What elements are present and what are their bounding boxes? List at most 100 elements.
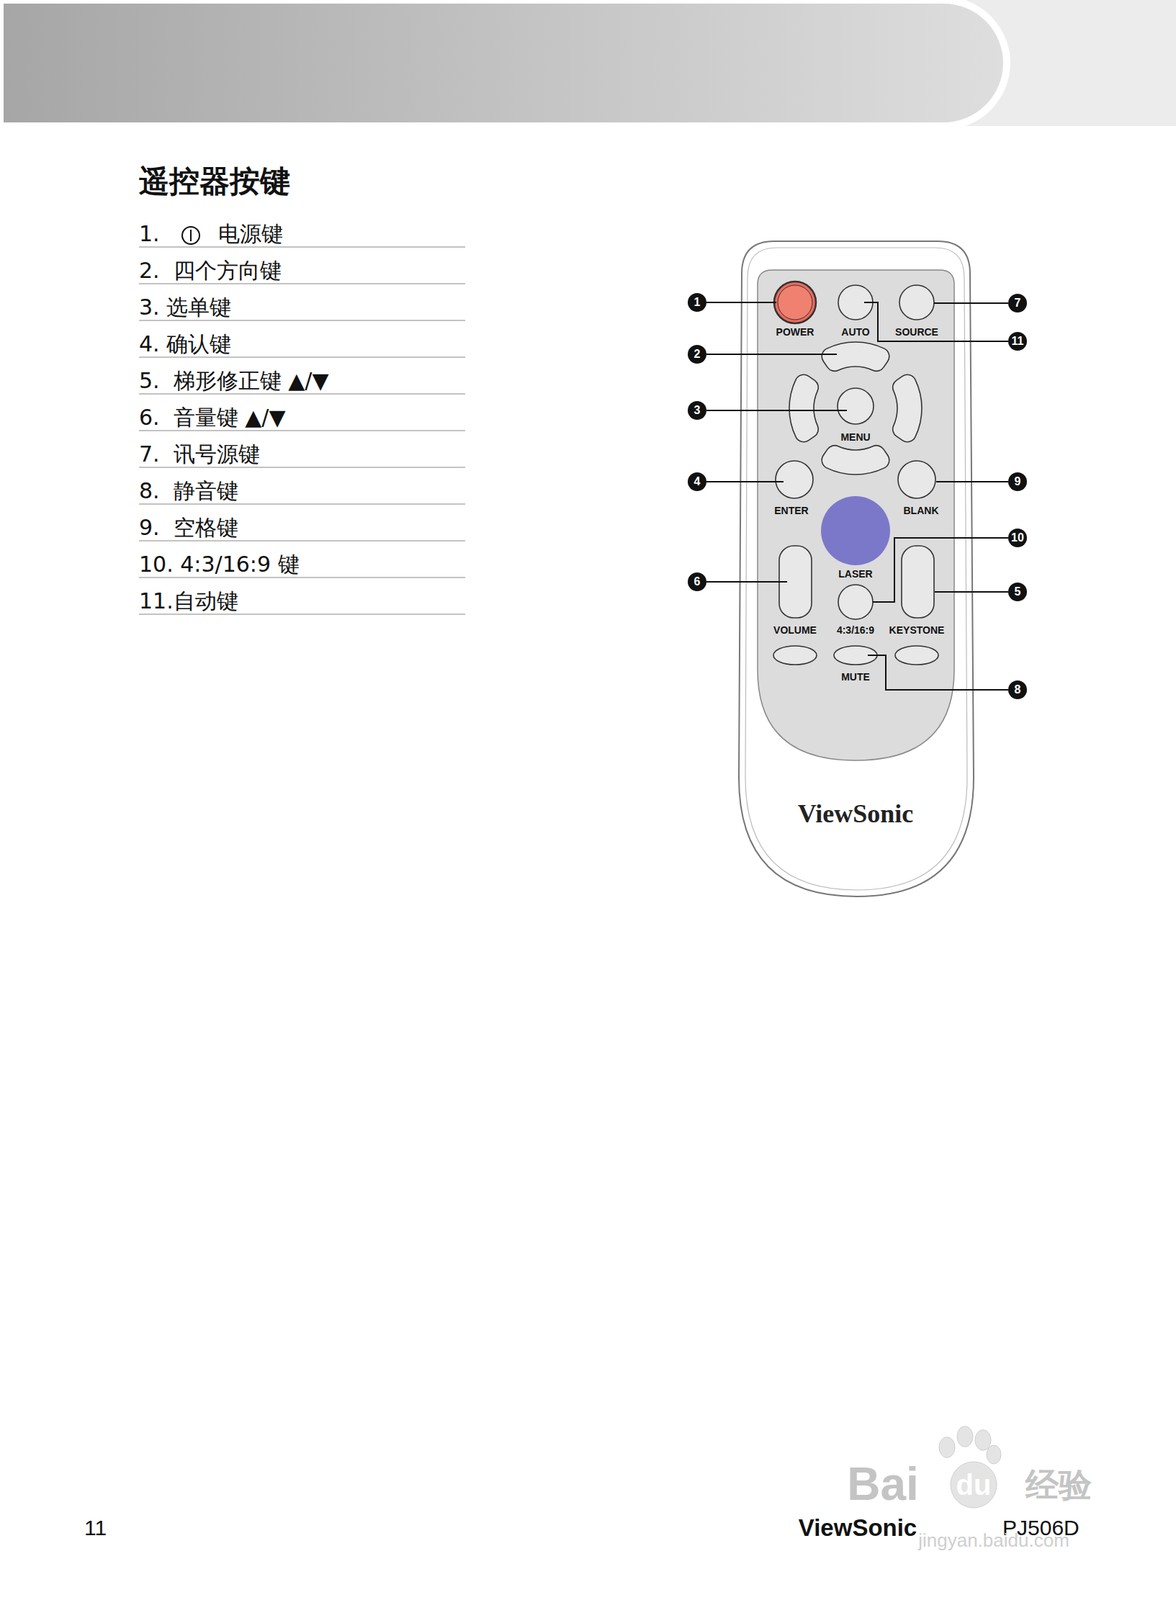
oval-key bbox=[895, 645, 939, 665]
leader-line bbox=[706, 409, 847, 412]
list-rule bbox=[138, 283, 466, 284]
key-label: ENTER bbox=[774, 504, 809, 517]
key-label: MENU bbox=[840, 431, 870, 443]
callout-disc bbox=[687, 344, 707, 364]
menu-button bbox=[837, 388, 874, 425]
power-button bbox=[774, 281, 816, 324]
laser-button bbox=[820, 496, 891, 566]
callout-number: 8 bbox=[1014, 683, 1022, 697]
callout-disc bbox=[1008, 680, 1027, 700]
leader-line bbox=[706, 301, 777, 304]
leader-line bbox=[864, 302, 1009, 342]
direction-key bbox=[789, 374, 819, 443]
list-item: 1. bbox=[138, 221, 160, 248]
list-rule bbox=[138, 466, 466, 468]
list-item: 4. 确认键 bbox=[138, 331, 232, 358]
list-item: 11.自动键 bbox=[138, 589, 239, 615]
leader-line bbox=[936, 481, 1009, 483]
leader-line bbox=[867, 655, 1009, 690]
footer-text: ViewSonic bbox=[798, 1514, 917, 1542]
watermark: du bbox=[956, 1468, 992, 1502]
callout-number: 11 bbox=[1011, 334, 1025, 348]
header-band bbox=[0, 0, 1007, 127]
callout-disc bbox=[1008, 528, 1027, 548]
power-button-face bbox=[777, 285, 813, 320]
list-rule bbox=[138, 356, 466, 358]
leader-line bbox=[934, 591, 1009, 593]
callout-disc bbox=[1008, 293, 1027, 313]
callout-number: 5 bbox=[1014, 585, 1022, 599]
callout-disc bbox=[687, 401, 707, 420]
power-symbol bbox=[182, 226, 200, 245]
watermark: 经验 bbox=[1025, 1466, 1092, 1505]
brand-logo: ViewSonic bbox=[797, 799, 914, 829]
list-rule bbox=[138, 576, 466, 578]
blank-button bbox=[898, 460, 936, 499]
remote-body-edge bbox=[745, 247, 968, 891]
list-item: 8. 静音键 bbox=[138, 478, 239, 505]
list-rule bbox=[138, 246, 466, 248]
key-label: LASER bbox=[838, 568, 873, 580]
remote-body bbox=[738, 241, 974, 897]
keystone-key bbox=[901, 545, 935, 618]
source-button bbox=[899, 285, 935, 320]
footer-text: 11 bbox=[84, 1515, 107, 1542]
list-rule bbox=[138, 613, 466, 615]
callout-number: 9 bbox=[1014, 475, 1022, 489]
watermark-paw bbox=[986, 1445, 1002, 1465]
key-label: VOLUME bbox=[773, 624, 817, 636]
callout-number: 10 bbox=[1011, 531, 1025, 545]
callout-number: 4 bbox=[694, 475, 701, 489]
direction-key bbox=[821, 342, 890, 371]
list-item: 3. 选单键 bbox=[138, 295, 232, 321]
callout-disc bbox=[1008, 331, 1027, 351]
list-item: 5. 梯形修正键 ▲/▼ bbox=[138, 368, 329, 394]
page-title: 遥控器按键 bbox=[138, 164, 291, 199]
key-label: POWER bbox=[776, 326, 815, 338]
watermark: jingyan.baidu.com bbox=[918, 1530, 1070, 1552]
callout-disc bbox=[687, 572, 707, 592]
header-ground bbox=[0, 0, 1176, 127]
key-panel bbox=[757, 270, 955, 761]
list-item: 2. 四个方向键 bbox=[138, 258, 282, 284]
key-label: MUTE bbox=[841, 671, 870, 683]
leader-line bbox=[706, 353, 837, 356]
list-item: 10. 4:3/16:9 键 bbox=[138, 552, 300, 578]
direction-key bbox=[892, 374, 922, 443]
watermark-paw bbox=[957, 1426, 973, 1448]
callout-disc bbox=[1008, 582, 1027, 602]
callout-disc bbox=[687, 472, 707, 492]
list-item: 7. 讯号源键 bbox=[138, 442, 260, 468]
callout-disc bbox=[1008, 472, 1027, 492]
callout-disc bbox=[687, 293, 707, 312]
list-rule bbox=[138, 503, 466, 505]
leader-line bbox=[872, 537, 1009, 603]
key-label: AUTO bbox=[841, 326, 870, 338]
enter-button bbox=[775, 460, 814, 499]
aspect-button bbox=[838, 584, 873, 620]
watermark-paw bbox=[939, 1437, 955, 1459]
key-label: SOURCE bbox=[895, 326, 939, 338]
list-rule bbox=[138, 393, 466, 394]
list-rule bbox=[138, 319, 466, 321]
watermark-paw bbox=[975, 1430, 991, 1452]
callout-number: 3 bbox=[694, 404, 701, 417]
callout-number: 7 bbox=[1014, 296, 1022, 310]
leader-line bbox=[934, 302, 1009, 304]
key-label: KEYSTONE bbox=[889, 624, 945, 636]
list-rule bbox=[138, 540, 466, 541]
oval-key bbox=[773, 645, 817, 665]
key-label: BLANK bbox=[903, 504, 940, 517]
watermark-paw bbox=[950, 1461, 997, 1508]
leader-line bbox=[706, 481, 784, 483]
list-item: 6. 音量键 ▲/▼ bbox=[138, 405, 286, 431]
key-label: 4:3/16:9 bbox=[836, 624, 875, 636]
power-symbol bbox=[190, 229, 192, 242]
watermark: Bai bbox=[846, 1458, 919, 1512]
list-rule bbox=[138, 429, 466, 431]
direction-key bbox=[821, 445, 890, 475]
list-item: 电源键 bbox=[218, 221, 284, 248]
callout-number: 1 bbox=[694, 295, 701, 309]
leader-line bbox=[706, 581, 788, 583]
